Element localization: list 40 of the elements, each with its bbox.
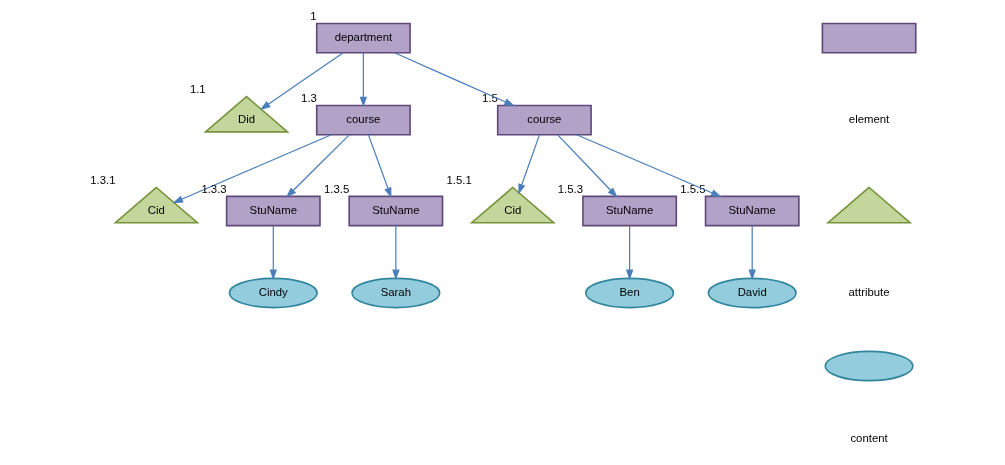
arrow bbox=[556, 134, 618, 198]
arrow bbox=[269, 225, 277, 281]
node-label: 1.5.3 bbox=[557, 183, 583, 196]
node-box: StuName bbox=[225, 195, 321, 227]
node-ellipse: Sarah bbox=[350, 277, 440, 309]
node-box: StuName bbox=[581, 195, 677, 227]
node-label: 1.1 bbox=[189, 83, 206, 96]
node-box: department bbox=[315, 22, 411, 54]
arrow bbox=[391, 225, 400, 281]
node-ellipse: Cindy bbox=[228, 277, 318, 309]
node-box: StuName bbox=[704, 195, 800, 227]
arrow bbox=[517, 134, 540, 195]
arrow bbox=[748, 225, 756, 281]
node-box: course bbox=[496, 104, 592, 136]
node-ellipse bbox=[823, 350, 914, 382]
node-box bbox=[821, 22, 917, 54]
node-label: 1.5.5 bbox=[679, 183, 706, 196]
legend-label: element bbox=[848, 113, 889, 126]
arrow bbox=[172, 134, 332, 204]
node-label: 1.3 bbox=[300, 92, 317, 105]
legend-label: attribute bbox=[848, 285, 890, 298]
node-ellipse: David bbox=[707, 277, 797, 309]
node-label: 1 bbox=[309, 10, 317, 23]
node-label: 1.5.1 bbox=[446, 174, 472, 187]
node-triangle bbox=[825, 186, 912, 224]
node-label: 1.3.3 bbox=[200, 183, 227, 196]
node-label: 1.5 bbox=[481, 92, 498, 105]
node-label: 1.3.5 bbox=[323, 183, 349, 196]
node-box: StuName bbox=[347, 195, 443, 227]
node-ellipse: Ben bbox=[584, 277, 674, 309]
arrow bbox=[367, 134, 391, 199]
arrow bbox=[393, 52, 515, 107]
node-label: 1.3.1 bbox=[89, 174, 115, 187]
arrow bbox=[625, 225, 633, 281]
arrow bbox=[575, 134, 722, 197]
arrow bbox=[359, 52, 367, 108]
arrow bbox=[259, 52, 344, 110]
legend-label: content bbox=[849, 432, 888, 445]
node-box: course bbox=[315, 104, 411, 136]
arrow bbox=[285, 134, 350, 198]
